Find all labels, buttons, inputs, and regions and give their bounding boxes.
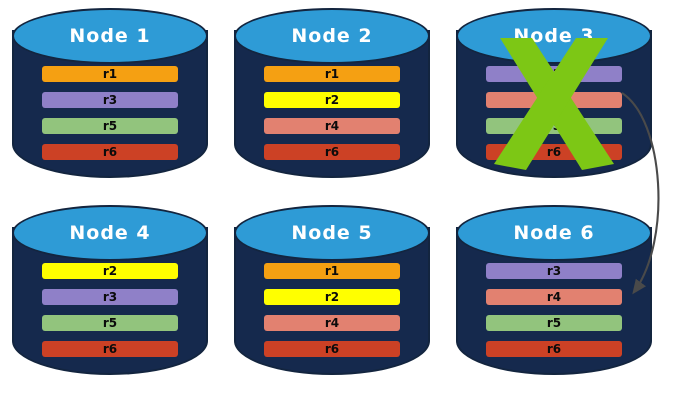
record-bar[interactable]: r3 bbox=[486, 66, 622, 82]
node-cylinder-4[interactable]: r2 r3 r5 r6 Node 4 bbox=[12, 205, 208, 385]
cylinder-top: Node 6 bbox=[456, 205, 652, 261]
record-bar[interactable]: r2 bbox=[264, 289, 400, 305]
record-bar[interactable]: r3 bbox=[42, 289, 178, 305]
cylinder-top: Node 4 bbox=[12, 205, 208, 261]
node-title: Node 4 bbox=[69, 221, 151, 244]
cylinder-top: Node 1 bbox=[12, 8, 208, 64]
record-bar[interactable]: r6 bbox=[486, 144, 622, 160]
record-bar[interactable]: r5 bbox=[42, 315, 178, 331]
record-bar[interactable]: r6 bbox=[42, 341, 178, 357]
node-cylinder-2[interactable]: r1 r2 r4 r6 Node 2 bbox=[234, 8, 430, 188]
record-bar[interactable]: r5 bbox=[42, 118, 178, 134]
record-list: r2 r3 r5 r6 bbox=[42, 263, 178, 357]
record-list: r1 r3 r5 r6 bbox=[42, 66, 178, 160]
node-title: Node 2 bbox=[291, 24, 373, 47]
record-bar[interactable]: r1 bbox=[264, 66, 400, 82]
record-bar[interactable]: r5 bbox=[486, 118, 622, 134]
record-bar[interactable]: r3 bbox=[42, 92, 178, 108]
record-bar[interactable]: r1 bbox=[42, 66, 178, 82]
node-title: Node 1 bbox=[69, 24, 151, 47]
record-bar[interactable]: r2 bbox=[264, 92, 400, 108]
node-title: Node 3 bbox=[513, 24, 595, 47]
record-bar[interactable]: r4 bbox=[264, 118, 400, 134]
record-bar[interactable]: r4 bbox=[486, 92, 622, 108]
record-bar[interactable]: r3 bbox=[486, 263, 622, 279]
node-cylinder-1[interactable]: r1 r3 r5 r6 Node 1 bbox=[12, 8, 208, 188]
record-list: r1 r2 r4 r6 bbox=[264, 66, 400, 160]
node-cylinder-6[interactable]: r3 r4 r5 r6 Node 6 bbox=[456, 205, 652, 385]
record-bar[interactable]: r6 bbox=[486, 341, 622, 357]
node-cylinder-3[interactable]: r3 r4 r5 r6 Node 3 bbox=[456, 8, 652, 188]
record-bar[interactable]: r6 bbox=[264, 144, 400, 160]
node-title: Node 5 bbox=[291, 221, 373, 244]
record-list: r3 r4 r5 r6 bbox=[486, 263, 622, 357]
record-bar[interactable]: r6 bbox=[42, 144, 178, 160]
record-bar[interactable]: r6 bbox=[264, 341, 400, 357]
cylinder-top: Node 2 bbox=[234, 8, 430, 64]
record-bar[interactable]: r4 bbox=[486, 289, 622, 305]
cylinder-top: Node 3 bbox=[456, 8, 652, 64]
node-cylinder-5[interactable]: r1 r2 r4 r6 Node 5 bbox=[234, 205, 430, 385]
record-list: r1 r2 r4 r6 bbox=[264, 263, 400, 357]
node-title: Node 6 bbox=[513, 221, 595, 244]
record-bar[interactable]: r4 bbox=[264, 315, 400, 331]
record-list: r3 r4 r5 r6 bbox=[486, 66, 622, 160]
record-bar[interactable]: r5 bbox=[486, 315, 622, 331]
cylinder-top: Node 5 bbox=[234, 205, 430, 261]
record-bar[interactable]: r1 bbox=[264, 263, 400, 279]
record-bar[interactable]: r2 bbox=[42, 263, 178, 279]
